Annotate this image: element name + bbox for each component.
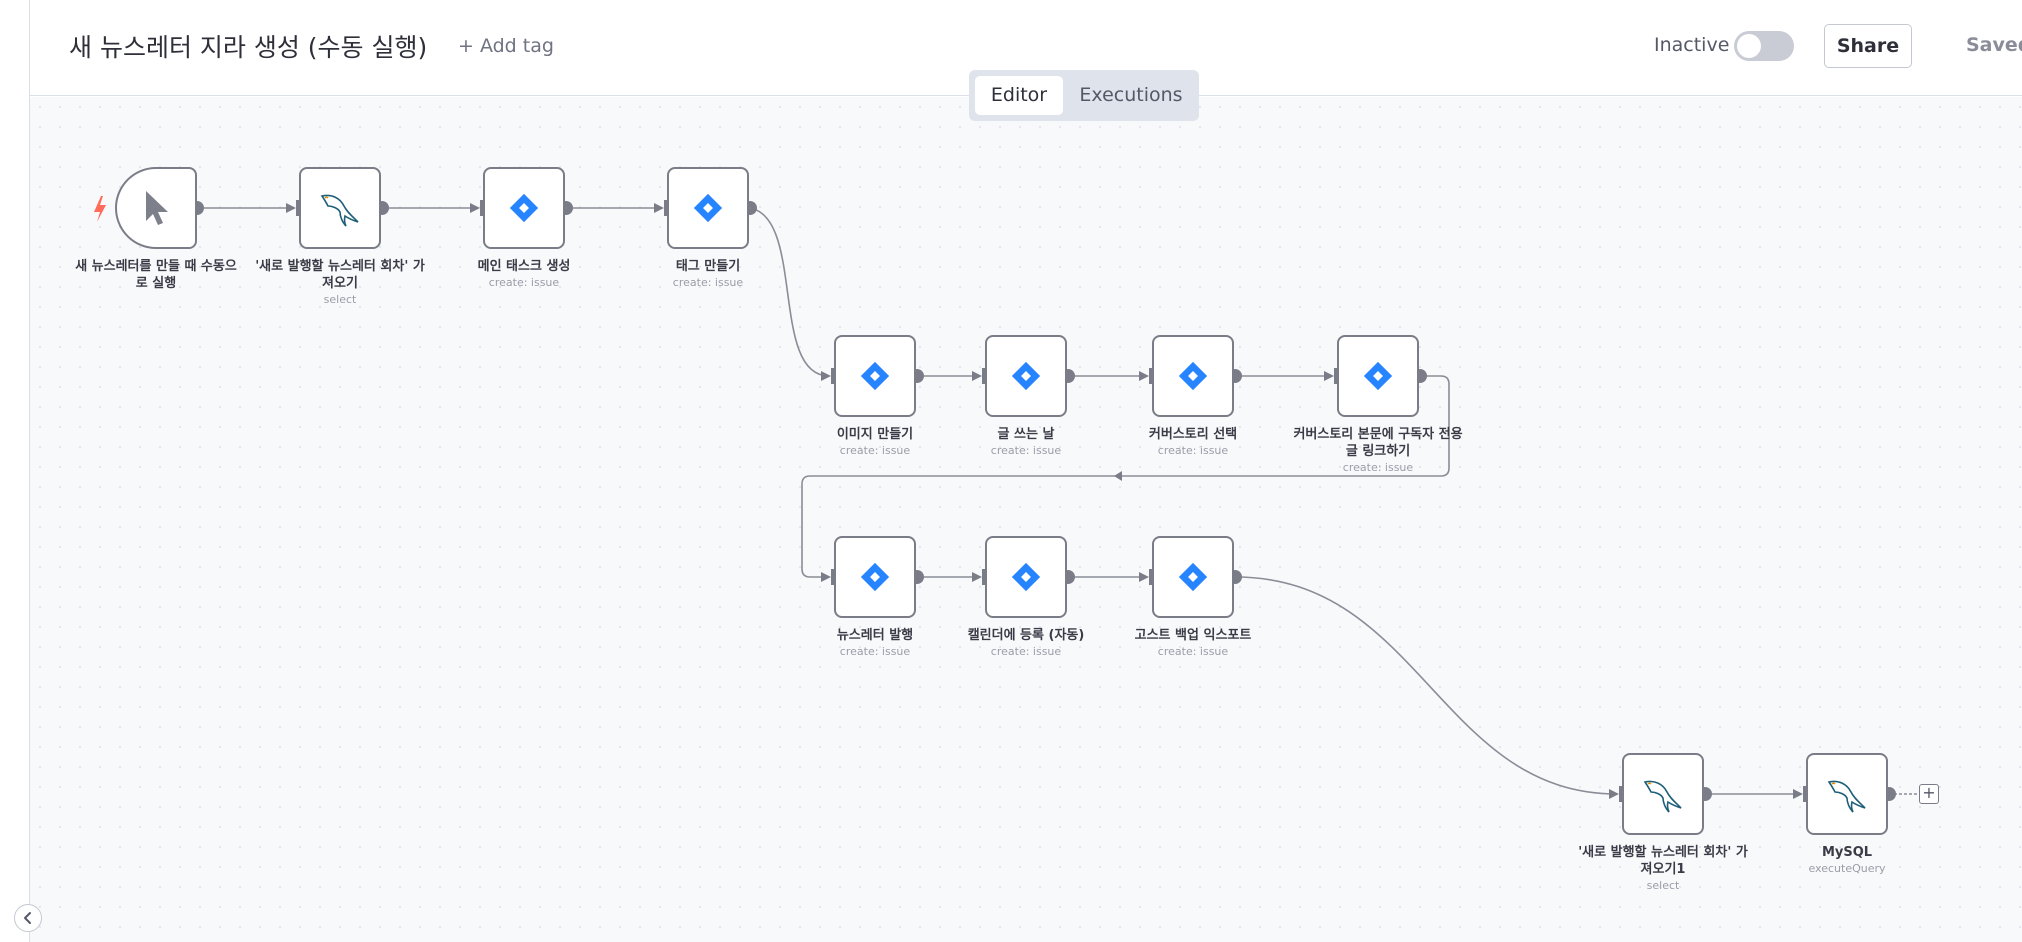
input-port <box>831 569 836 585</box>
jira-icon <box>860 562 890 592</box>
node-jira-writing-day[interactable] <box>985 335 1067 417</box>
share-button[interactable]: Share <box>1824 24 1912 68</box>
jira-icon <box>509 193 539 223</box>
input-port <box>1334 368 1339 384</box>
workflow-title[interactable]: 새 뉴스레터 지라 생성 (수동 실행) <box>69 33 428 62</box>
node-label: '새로 발행할 뉴스레터 회차' 가져오기1 select <box>1578 845 1748 892</box>
node-mysql-select-1[interactable] <box>1622 753 1704 835</box>
jira-icon <box>1178 361 1208 391</box>
edge-arrow <box>1114 471 1122 481</box>
input-port <box>982 368 987 384</box>
input-port <box>296 200 301 216</box>
node-mysql-select[interactable] <box>299 167 381 249</box>
node-manual-trigger[interactable] <box>115 167 197 249</box>
node-jira-image[interactable] <box>834 335 916 417</box>
node-jira-main-task[interactable] <box>483 167 565 249</box>
view-tab-switch: Editor Executions <box>969 70 1199 121</box>
jira-icon <box>1363 361 1393 391</box>
node-label: 뉴스레터 발행 create: issue <box>836 628 914 658</box>
trigger-bolt-icon <box>94 196 106 222</box>
node-label: '새로 발행할 뉴스레터 회차' 가져오기 select <box>255 259 425 306</box>
node-label: 커버스토리 본문에 구독자 전용 글 링크하기 create: issue <box>1293 427 1463 474</box>
active-status-label: Inactive <box>1654 34 1730 56</box>
input-port <box>1803 786 1808 802</box>
input-port <box>1619 786 1624 802</box>
tab-editor[interactable]: Editor <box>975 76 1063 115</box>
connection <box>1234 576 1619 799</box>
node-jira-tag[interactable] <box>667 167 749 249</box>
node-label: 이미지 만들기 create: issue <box>836 427 914 457</box>
input-port <box>1149 368 1154 384</box>
node-label: MySQL executeQuery <box>1808 845 1886 875</box>
node-jira-calendar[interactable] <box>985 536 1067 618</box>
active-toggle[interactable] <box>1734 31 1794 61</box>
input-port <box>831 368 836 384</box>
jira-icon <box>860 361 890 391</box>
node-jira-ghost-backup[interactable] <box>1152 536 1234 618</box>
node-label: 커버스토리 선택 create: issue <box>1148 427 1238 457</box>
node-jira-cover-story[interactable] <box>1152 335 1234 417</box>
jira-icon <box>1011 361 1041 391</box>
input-port <box>664 200 669 216</box>
input-port <box>982 569 987 585</box>
node-jira-subscriber-link[interactable] <box>1337 335 1419 417</box>
node-label: 새 뉴스레터를 만들 때 수동으로 실행 <box>75 259 237 291</box>
jira-icon <box>1178 562 1208 592</box>
connection <box>749 207 831 381</box>
connection <box>801 375 1450 582</box>
node-label: 캘린더에 등록 (자동) create: issue <box>967 628 1085 658</box>
add-node-button[interactable]: + <box>1919 784 1939 804</box>
mysql-icon <box>320 194 359 227</box>
node-label: 글 쓰는 날 create: issue <box>990 427 1062 457</box>
saved-status: Saved <box>1966 34 2022 56</box>
toggle-knob <box>1737 34 1761 58</box>
node-label: 메인 태스크 생성 create: issue <box>477 259 571 289</box>
input-port <box>480 200 485 216</box>
add-tag-button[interactable]: + Add tag <box>458 35 554 57</box>
node-jira-publish[interactable] <box>834 536 916 618</box>
tab-executions[interactable]: Executions <box>1079 84 1183 106</box>
node-mysql-execute[interactable] <box>1806 753 1888 835</box>
left-sidebar-rail <box>0 0 30 942</box>
chevron-left-icon <box>24 912 31 924</box>
jira-icon <box>693 193 723 223</box>
node-label: 태그 만들기 create: issue <box>672 259 744 289</box>
collapse-sidebar-button[interactable] <box>14 904 42 932</box>
node-label: 고스트 백업 익스포트 create: issue <box>1134 628 1252 658</box>
cursor-icon <box>146 191 168 225</box>
jira-icon <box>1011 562 1041 592</box>
mysql-icon <box>1827 780 1866 813</box>
input-port <box>1149 569 1154 585</box>
mysql-icon <box>1643 780 1682 813</box>
